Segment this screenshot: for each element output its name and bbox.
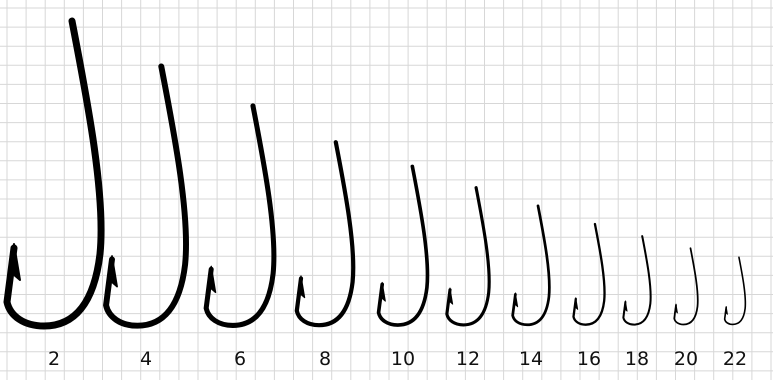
hook-shank-and-bend: [203, 103, 277, 328]
hook-barb-point: [106, 255, 118, 290]
hook-size-label: 8: [319, 348, 331, 370]
hook-shank-and-bend: [673, 247, 699, 326]
hook-size-label: 10: [391, 348, 415, 370]
hook-size-label: 18: [625, 348, 649, 370]
hook-barb-point: [674, 303, 678, 314]
hook-size-label: 12: [456, 348, 480, 370]
hook-shank-and-bend: [445, 186, 491, 327]
fishing-hook-icon: [673, 247, 699, 326]
hook-barb-point: [724, 306, 728, 316]
hook-size-label: 4: [140, 348, 152, 370]
hook-size-label: 16: [577, 348, 601, 370]
hook-barb-point: [206, 265, 217, 295]
hook-size-label: 22: [723, 348, 747, 370]
hook-size-label: 6: [234, 348, 246, 370]
hook-shank-and-bend: [376, 164, 430, 327]
hooks-row: [3, 17, 747, 330]
hook-barb-point: [296, 275, 306, 300]
fishing-hook-icon: [572, 222, 606, 326]
fishing-hook-icon: [511, 204, 551, 327]
fishing-hook-icon: [103, 63, 190, 329]
hook-barb-point: [446, 287, 454, 306]
hook-shank-and-bend: [723, 256, 747, 326]
hook-shank-and-bend: [511, 204, 551, 327]
hook-barb-point: [573, 297, 579, 311]
hook-shank-and-bend: [3, 17, 105, 330]
hook-barb-point: [512, 292, 519, 309]
fishing-hook-icon: [622, 235, 652, 326]
fishing-hook-icon: [203, 103, 277, 328]
size-labels-row: 2 4 6 8 10 12 14 16 18 20 22: [48, 348, 747, 370]
hook-shank-and-bend: [622, 235, 652, 326]
hook-shank-and-bend: [103, 63, 190, 329]
hook-size-label: 20: [674, 348, 698, 370]
fishing-hook-icon: [3, 17, 105, 330]
fishing-hook-icon: [376, 164, 430, 327]
hook-size-label: 2: [48, 348, 60, 370]
fishing-hook-icon: [723, 256, 747, 326]
hook-barb-point: [378, 281, 386, 303]
hook-barb-point: [623, 300, 628, 313]
fishing-hook-icon: [294, 140, 356, 328]
hook-shank-and-bend: [294, 140, 356, 328]
fishing-hook-icon: [445, 186, 491, 327]
hook-barb-point: [7, 243, 21, 283]
hook-shank-and-bend: [572, 222, 606, 326]
hook-size-label: 14: [519, 348, 543, 370]
